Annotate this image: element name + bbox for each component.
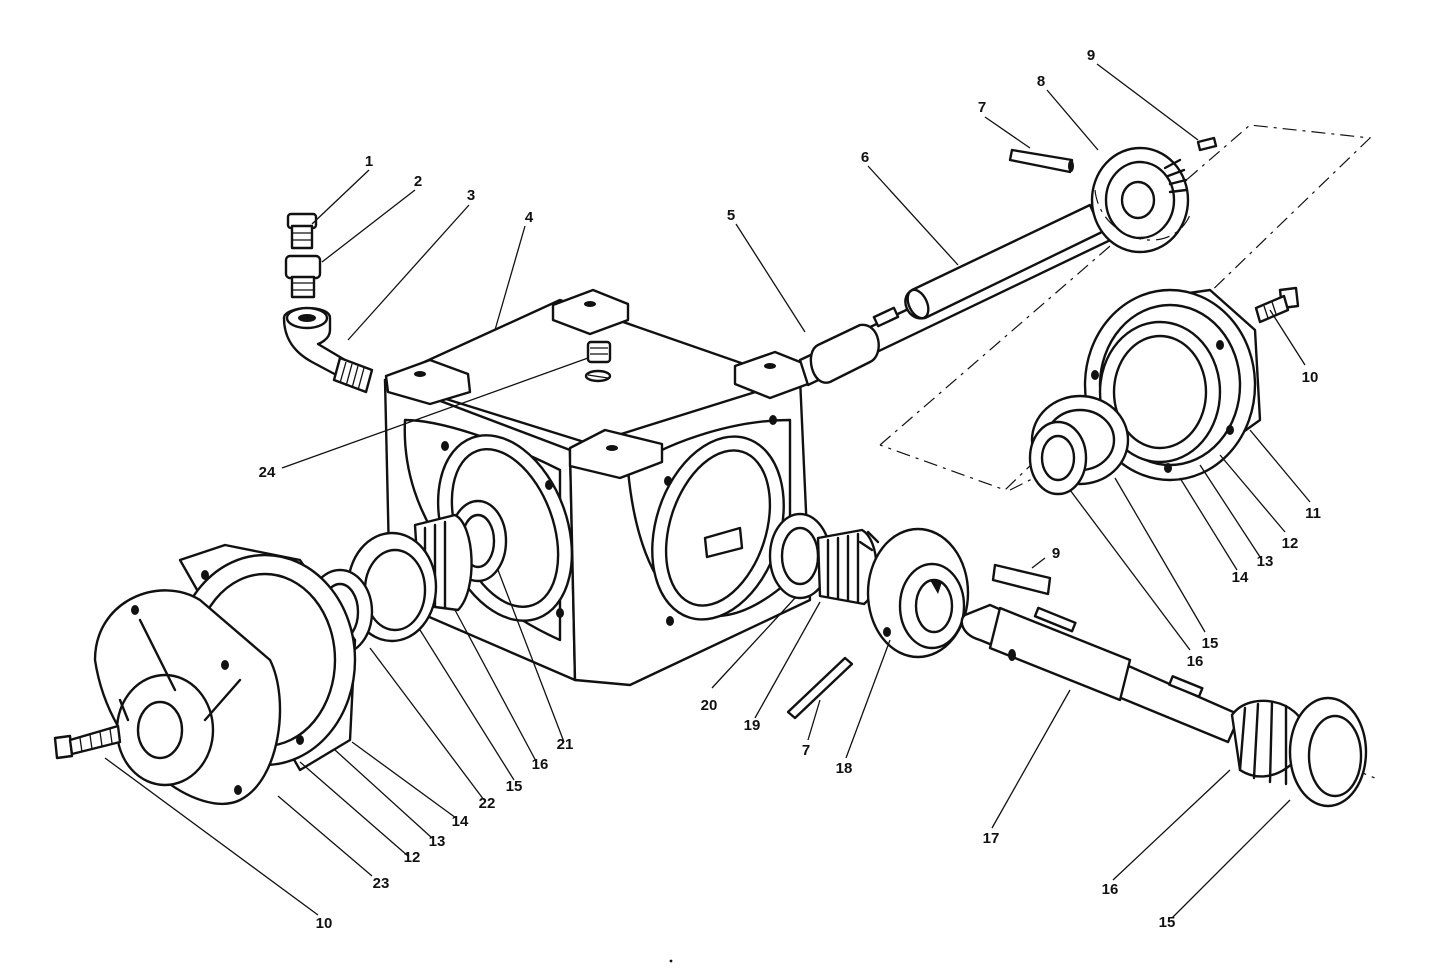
callout-14-right: 14 — [1232, 569, 1249, 586]
callout-15-lower: 15 — [1159, 914, 1176, 931]
callout-24: 24 — [259, 464, 276, 481]
callout-13-right: 13 — [1257, 553, 1274, 570]
grease-fitting-assembly — [282, 212, 374, 394]
callout-9-upper: 9 — [1087, 47, 1095, 64]
callout-8: 8 — [1037, 73, 1045, 90]
callout-16-lower: 16 — [1102, 881, 1119, 898]
pin-upper — [1008, 148, 1074, 174]
bolt-left — [53, 724, 122, 760]
callout-6: 6 — [861, 149, 869, 166]
key-lower — [991, 563, 1052, 596]
callout-12-right: 12 — [1282, 535, 1299, 552]
callout-16-upper: 16 — [1187, 653, 1204, 670]
callout-10-left: 10 — [316, 915, 333, 932]
callout-10-right: 10 — [1302, 369, 1319, 386]
callout-14-left: 14 — [452, 813, 469, 830]
callout-20: 20 — [701, 697, 718, 714]
upper-gear-hub — [1090, 146, 1191, 254]
input-shaft — [798, 198, 1150, 387]
callout-11: 11 — [1305, 505, 1321, 522]
leader-lines — [104, 63, 1311, 919]
callout-18: 18 — [836, 760, 853, 777]
callout-21: 21 — [557, 736, 574, 753]
callout-13-left: 13 — [429, 833, 446, 850]
callout-23: 23 — [373, 875, 390, 892]
callout-19: 19 — [744, 717, 761, 734]
callout-3: 3 — [467, 187, 475, 204]
callout-7-upper: 7 — [978, 99, 986, 116]
stray-dot — [669, 959, 673, 963]
callout-1: 1 — [365, 153, 373, 170]
callout-16-left: 16 — [532, 756, 549, 773]
upper-bearing-cap-assembly — [1028, 288, 1262, 496]
callout-7-lower: 7 — [802, 742, 810, 759]
bevel-gear — [858, 527, 970, 659]
key-upper — [1196, 136, 1218, 152]
callout-2: 2 — [414, 173, 422, 190]
pinion-bearing — [768, 512, 878, 606]
callout-22: 22 — [479, 795, 496, 812]
callout-15-upper: 15 — [1202, 635, 1219, 652]
callout-9-lower: 9 — [1052, 545, 1060, 562]
pipe-plug — [586, 340, 612, 364]
callout-17: 17 — [983, 830, 1000, 847]
callout-4: 4 — [525, 209, 534, 226]
left-bearing-cap-assembly — [93, 543, 357, 806]
pin-lower — [786, 656, 854, 720]
output-shaft — [960, 603, 1242, 744]
callout-12-left: 12 — [404, 849, 421, 866]
callout-5: 5 — [727, 207, 735, 224]
callout-15-left: 15 — [506, 778, 523, 795]
bolt-right — [1254, 286, 1300, 324]
output-bearing — [1230, 696, 1368, 808]
callouts: 1 2 3 4 5 6 7 8 9 10 11 12 13 14 15 16 9… — [259, 47, 1321, 932]
